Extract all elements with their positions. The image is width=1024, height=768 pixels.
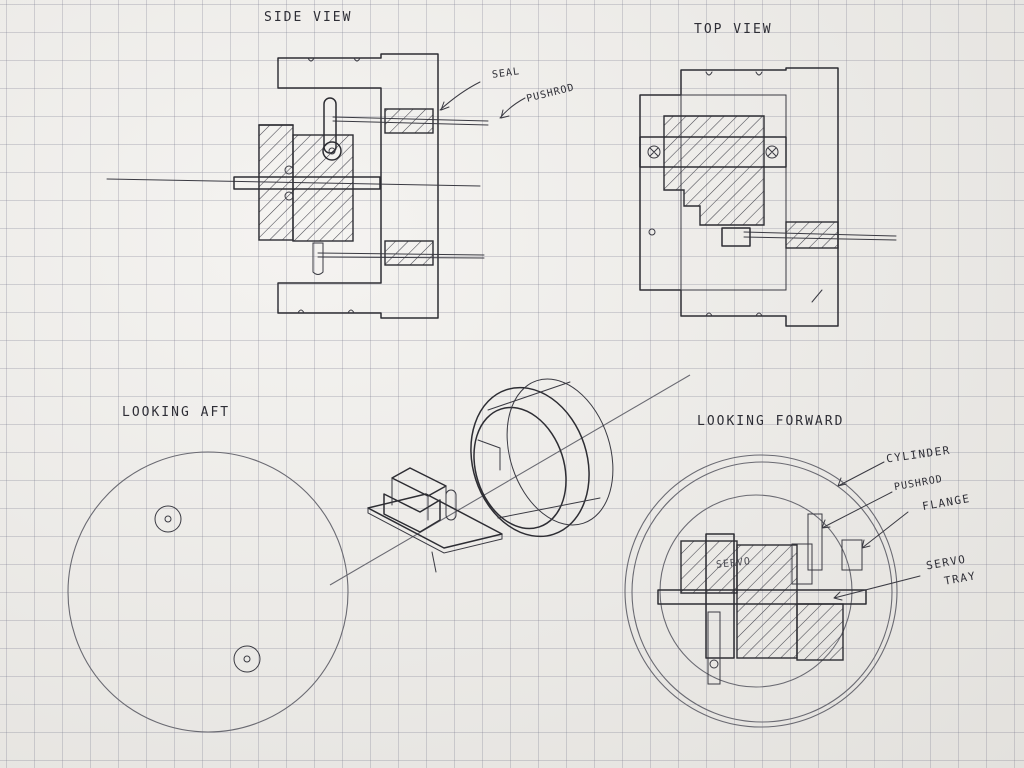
side-view-title: SIDE VIEW [264,10,353,25]
looking-aft-drawing [67,451,349,733]
side-view-drawing [106,53,526,319]
isometric-exploded-drawing [329,374,691,586]
fwd-tray-right-section [796,603,844,661]
seal-lower-section [384,240,434,266]
top-view-drawing [639,67,897,327]
seal-upper-section [384,108,434,134]
looking-aft-title: LOOKING AFT [122,405,231,420]
fwd-servo-body-section [736,544,798,659]
servo-top-section [663,115,765,226]
seal-top-section [785,221,839,249]
top-view-title: TOP VIEW [694,22,773,37]
fwd-tray-left-section [680,540,738,594]
looking-forward-title: LOOKING FORWARD [697,414,845,429]
looking-forward-drawing [624,454,921,728]
